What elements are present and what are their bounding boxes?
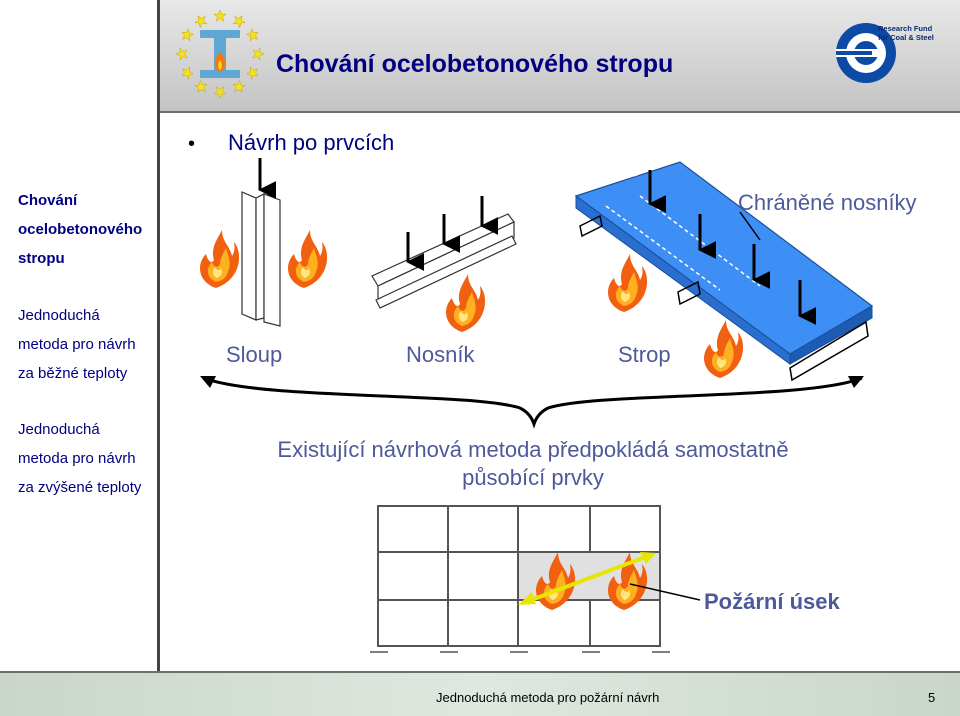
- eu-stars-logo: [175, 9, 265, 99]
- grouping-brace: [203, 376, 863, 429]
- sidebar-item-elevated-temp[interactable]: Jednoduchá metoda pro návrh za zvýšené t…: [18, 415, 141, 502]
- compartment-arrow: [525, 554, 649, 604]
- pointer-line: [629, 583, 701, 601]
- slab-drawing: [574, 161, 874, 382]
- brace-right-arrowhead: [848, 376, 864, 388]
- header-band: [160, 0, 960, 112]
- sidebar-item-line: Jednoduchá: [18, 307, 100, 324]
- research-fund-line2: for Coal & Steel: [878, 33, 934, 42]
- research-fund-line1: Research Fund: [878, 24, 933, 33]
- header-divider: [160, 111, 960, 113]
- footer-title: Jednoduchá metoda pro požární návrh: [436, 690, 660, 705]
- label-protected-beams: Chráněné nosníky: [738, 190, 917, 215]
- sidebar-divider: [157, 0, 160, 672]
- sidebar-item-line: Chování: [18, 192, 78, 209]
- label-fire-compartment: Požární úsek: [704, 589, 840, 614]
- bullet-icon: •: [188, 133, 196, 155]
- flame-icon: [446, 274, 486, 332]
- page-title: Chování ocelobetonového stropu: [276, 50, 674, 78]
- research-fund-logo: [836, 23, 896, 83]
- label-column: Sloup: [226, 342, 283, 367]
- flame-icon: [608, 254, 648, 312]
- statement-line: Existující návrhová metoda předpokládá s…: [277, 437, 789, 462]
- label-beam: Nosník: [406, 342, 475, 367]
- column-drawing: [241, 158, 281, 327]
- page-number: 5: [928, 690, 936, 705]
- statement-text: Existující návrhová metoda předpokládá s…: [208, 436, 858, 492]
- brace-left-arrowhead: [200, 376, 216, 388]
- sidebar-item-behaviour[interactable]: Chování ocelobetonového stropu: [18, 186, 142, 273]
- statement-line: působící prvky: [462, 465, 604, 490]
- compartment-arrowhead: [518, 592, 536, 605]
- flame-icon: [288, 230, 328, 288]
- pointer-line: [739, 211, 761, 241]
- sidebar-item-line: ocelobetonového: [18, 221, 143, 238]
- sidebar-item-line: za zvýšené teploty: [18, 479, 142, 496]
- sidebar-item-line: stropu: [18, 250, 65, 267]
- sidebar-item-line: metoda pro návrh: [18, 450, 136, 467]
- label-slab: Strop: [618, 342, 671, 367]
- sidebar-item-line: Jednoduchá: [18, 421, 100, 438]
- sidebar-item-normal-temp[interactable]: Jednoduchá metoda pro návrh za běžné tep…: [18, 301, 136, 388]
- footer-divider: [0, 671, 960, 673]
- beam-drawing: [371, 196, 517, 309]
- compartment-arrowhead: [640, 552, 656, 564]
- sidebar-item-line: za běžné teploty: [18, 365, 128, 382]
- section-heading: Návrh po prvcích: [228, 130, 395, 155]
- sidebar-item-line: metoda pro návrh: [18, 336, 136, 353]
- flame-icon: [200, 230, 240, 288]
- footer-band: [0, 671, 960, 716]
- flame-icon: [704, 320, 744, 378]
- research-fund-text: Research Fund for Coal & Steel: [878, 24, 934, 42]
